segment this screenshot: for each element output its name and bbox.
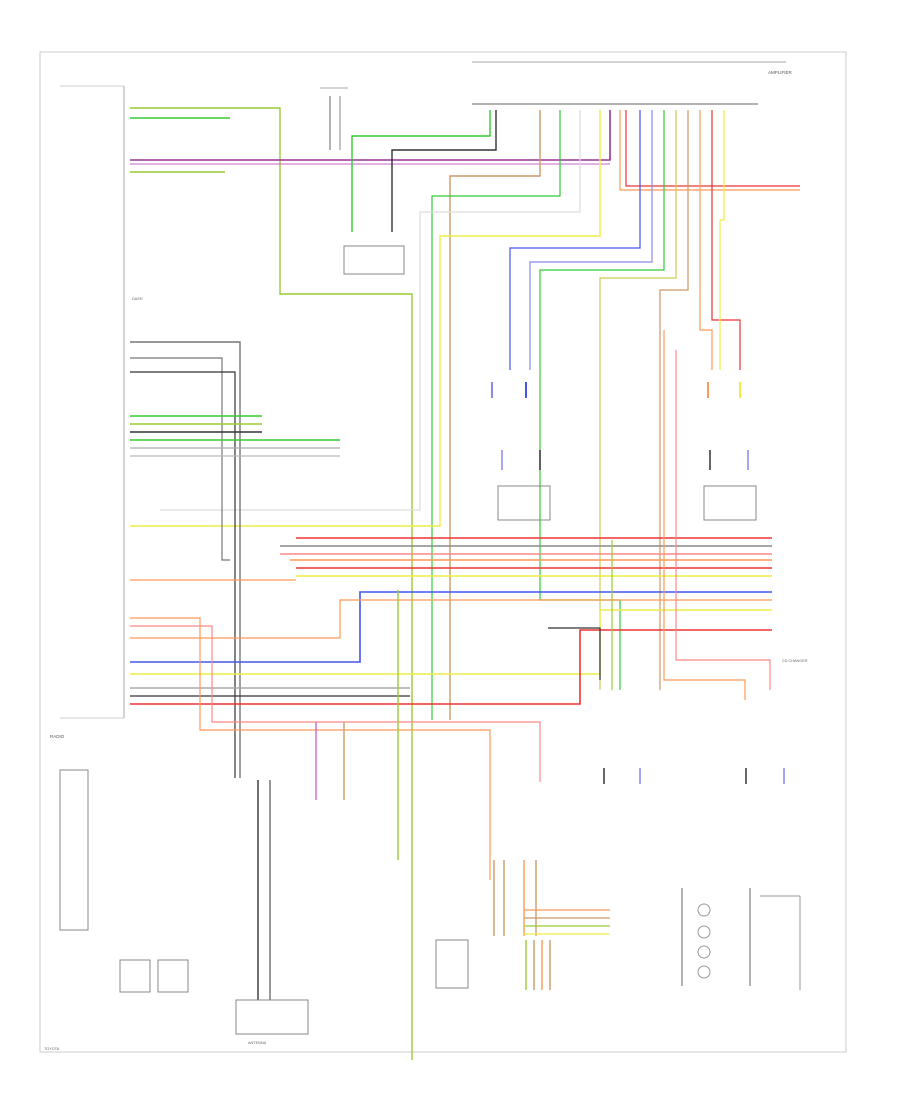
wire-dark-right bbox=[548, 627, 601, 680]
radio-unit: RADIO bbox=[50, 85, 125, 739]
left-rear-speaker-box bbox=[703, 485, 757, 521]
wire-yellow-amp bbox=[130, 110, 601, 527]
dash-label: DASH bbox=[132, 297, 143, 301]
footer-label: TOYOTA bbox=[44, 1047, 60, 1051]
amplifier-connector: AMPLIFIER bbox=[472, 61, 793, 105]
wire-yellow-green-top bbox=[130, 107, 413, 1060]
left-front-speaker-box bbox=[497, 485, 551, 521]
bottom-connector-box bbox=[435, 939, 469, 989]
antenna-box bbox=[235, 999, 309, 1035]
wire-green-amp-3 bbox=[539, 110, 665, 690]
speaker-pins bbox=[491, 382, 785, 784]
wire-green-amp-2 bbox=[431, 110, 561, 720]
wire-purple-main bbox=[130, 110, 611, 161]
wire-dark-amp bbox=[391, 110, 497, 232]
wire-yellow-amp-2 bbox=[599, 110, 677, 690]
diagram-frame bbox=[39, 51, 847, 1053]
wire-blue-low bbox=[130, 591, 772, 663]
wire-gray-1 bbox=[130, 341, 241, 778]
switch-block bbox=[681, 888, 801, 990]
wire-light-blue-amp bbox=[529, 110, 653, 370]
wire-green-amp-1 bbox=[351, 110, 491, 232]
wire-orange-amp bbox=[619, 110, 800, 191]
wire-orange-amp-2 bbox=[699, 110, 713, 370]
wire-yellow-amp-3 bbox=[719, 110, 725, 370]
wire-tan-amp-2 bbox=[659, 110, 689, 690]
fuse-block bbox=[320, 87, 348, 150]
antenna-label: ANTENNA bbox=[248, 1041, 267, 1045]
wire-dark-1 bbox=[130, 371, 236, 778]
wire-orange-low bbox=[130, 599, 772, 639]
wire-orange-cdc bbox=[130, 625, 541, 782]
wire-light-amp-3 bbox=[160, 110, 581, 511]
cd-changer-connector bbox=[493, 860, 610, 990]
wire-gray-2 bbox=[130, 357, 230, 561]
wire-orange-right bbox=[663, 330, 746, 700]
right-mid-speaker bbox=[157, 959, 189, 993]
wire-pink-right bbox=[675, 350, 771, 690]
wire-tan-amp bbox=[449, 110, 541, 720]
right-bus-label: CD CHANGER bbox=[782, 659, 808, 663]
wire-red-amp-2 bbox=[711, 110, 741, 370]
left-mid-speaker bbox=[119, 959, 151, 993]
wire-blue-amp bbox=[509, 110, 641, 370]
wire-pink-low bbox=[130, 617, 491, 880]
amplifier-label: AMPLIFIER bbox=[768, 70, 793, 75]
radio-label: RADIO bbox=[50, 734, 65, 739]
center-box bbox=[343, 245, 405, 275]
lower-left-box bbox=[59, 769, 89, 931]
wire-red-amp bbox=[625, 110, 800, 187]
